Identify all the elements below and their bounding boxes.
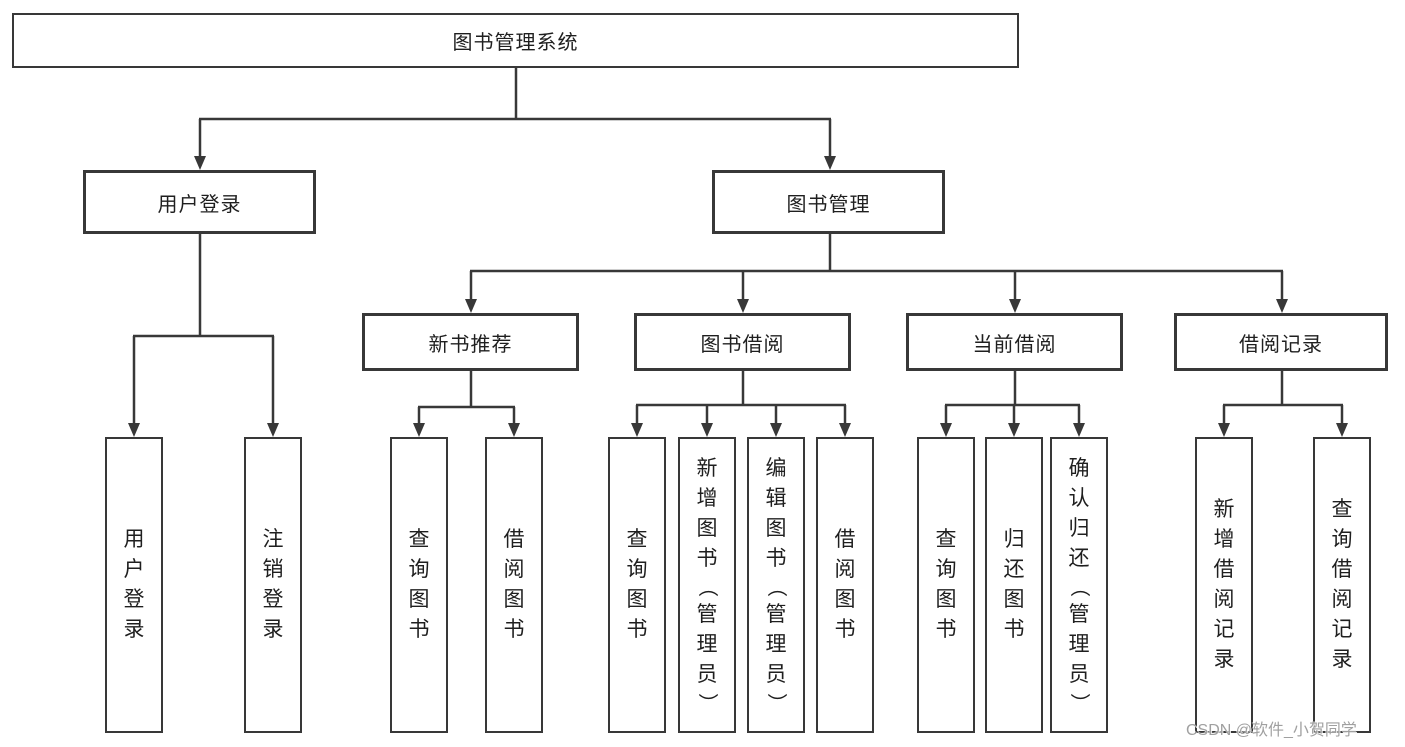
arrowhead (194, 156, 206, 170)
node-label: 图书管理 (786, 193, 871, 216)
node-label: 查询图书 (408, 528, 430, 641)
connector-book-management-children (465, 234, 1288, 313)
arrowhead (267, 423, 279, 437)
node-current-borrow: 当前借阅 (906, 313, 1123, 371)
leaf-borrow-books: 借阅图书 (816, 437, 874, 733)
arrowhead (1073, 423, 1085, 437)
leaf-borrow-books-recommend: 借阅图书 (485, 437, 543, 733)
leaf-query-books-borrow: 查询图书 (608, 437, 666, 733)
node-borrow-records: 借阅记录 (1174, 313, 1388, 371)
arrowhead (128, 423, 140, 437)
node-book-borrow: 图书借阅 (634, 313, 851, 371)
node-root-library-system: 图书管理系统 (12, 13, 1019, 68)
arrowhead (1276, 299, 1288, 313)
arrowhead (1009, 299, 1021, 313)
arrowhead (1218, 423, 1230, 437)
node-label: 查询图书 (935, 528, 957, 641)
node-label: 归还图书 (1003, 528, 1025, 641)
leaf-query-books-recommend: 查询图书 (390, 437, 448, 733)
arrowhead (940, 423, 952, 437)
connector-new-book-recommend-children (413, 371, 520, 437)
node-label: 查询借阅记录 (1331, 498, 1353, 671)
node-label: 新书推荐 (428, 333, 513, 356)
leaf-logout: 注销登录 (244, 437, 302, 733)
node-user-login: 用户登录 (83, 170, 316, 234)
node-label: 新增图书（管理员） (696, 457, 718, 713)
node-new-book-recommend: 新书推荐 (362, 313, 579, 371)
node-label: 确认归还（管理员） (1068, 457, 1090, 713)
node-label: 借阅图书 (503, 528, 525, 641)
connector-book-borrow-children (631, 371, 851, 437)
arrowhead (413, 423, 425, 437)
arrowhead (631, 423, 643, 437)
arrowhead (839, 423, 851, 437)
arrowhead (465, 299, 477, 313)
node-label: 用户登录 (157, 193, 242, 216)
connector-user-login-children (128, 234, 279, 437)
leaf-query-borrow-record: 查询借阅记录 (1313, 437, 1371, 733)
node-label: 借阅记录 (1239, 333, 1323, 356)
node-label: 注销登录 (262, 528, 284, 641)
node-label: 当前借阅 (972, 333, 1057, 356)
leaf-query-books-current: 查询图书 (917, 437, 975, 733)
leaf-add-books-admin: 新增图书（管理员） (678, 437, 736, 733)
arrowhead (770, 423, 782, 437)
node-label: 编辑图书（管理员） (765, 457, 787, 713)
node-label: 借阅图书 (834, 528, 856, 641)
arrowhead (824, 156, 836, 170)
arrowhead (701, 423, 713, 437)
connector-root-to-level2 (194, 67, 836, 170)
node-label: 用户登录 (123, 528, 145, 641)
node-label: 查询图书 (626, 528, 648, 641)
connector-borrow-records-children (1218, 371, 1348, 437)
leaf-return-books: 归还图书 (985, 437, 1043, 733)
leaf-add-borrow-record: 新增借阅记录 (1195, 437, 1253, 733)
arrowhead (1008, 423, 1020, 437)
node-label: 图书借阅 (700, 333, 785, 356)
connector-current-borrow-children (940, 371, 1085, 437)
arrowhead (737, 299, 749, 313)
arrowhead (508, 423, 520, 437)
leaf-confirm-return-admin: 确认归还（管理员） (1050, 437, 1108, 733)
csdn-watermark: CSDN @软件_小贺同学 (1186, 722, 1357, 739)
leaf-edit-books-admin: 编辑图书（管理员） (747, 437, 805, 733)
leaf-user-login: 用户登录 (105, 437, 163, 733)
node-label: 新增借阅记录 (1213, 498, 1235, 671)
node-label: 图书管理系统 (452, 32, 579, 54)
arrowhead (1336, 423, 1348, 437)
node-book-management: 图书管理 (712, 170, 945, 234)
